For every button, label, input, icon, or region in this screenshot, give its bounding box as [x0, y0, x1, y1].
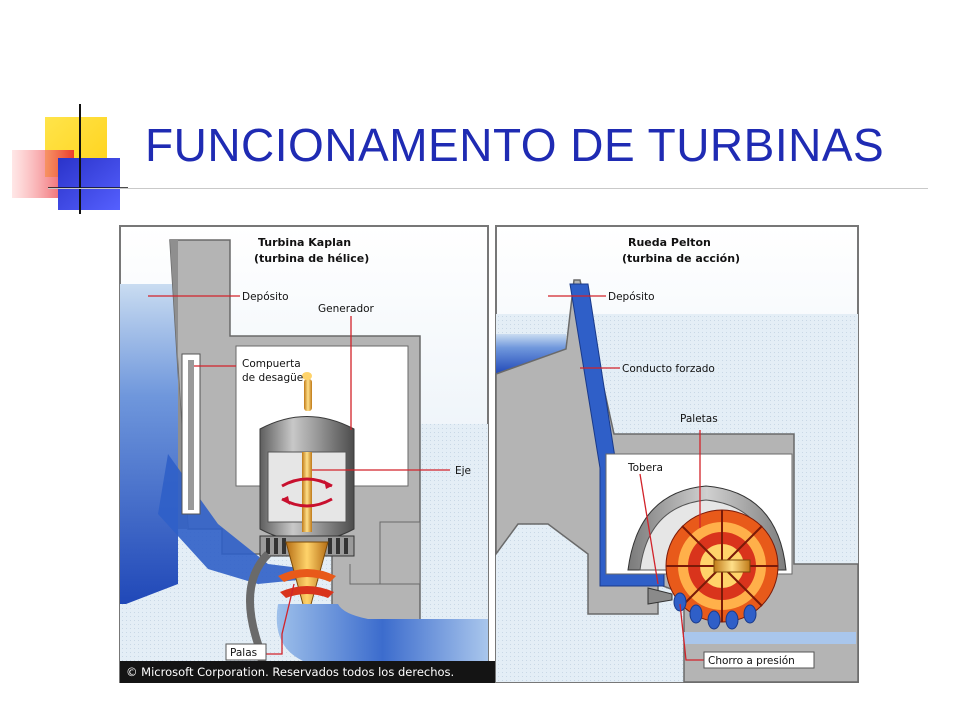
pelton-wheel	[665, 509, 779, 623]
kaplan-palas-box	[225, 643, 267, 661]
kaplan-outflow-water	[276, 604, 488, 669]
kaplan-runner-cone	[285, 541, 329, 621]
pelton-label-tobera: Tobera	[627, 462, 663, 474]
kaplan-reservoir-water	[120, 284, 178, 604]
pelton-label-paletas: Paletas	[680, 413, 718, 425]
pelton-tailwater	[684, 632, 856, 644]
kaplan-label-compuerta-2: de desagüe	[242, 372, 303, 384]
kaplan-label-eje: Eje	[455, 465, 471, 477]
turbine-diagram: Turbina Kaplan (turbina de hélice) Depós…	[119, 225, 859, 683]
logo-blue-square	[58, 158, 120, 210]
pelton-label-deposito: Depósito	[608, 291, 655, 303]
title-divider	[48, 188, 928, 189]
kaplan-panel: Turbina Kaplan (turbina de hélice) Depós…	[119, 225, 489, 683]
pelton-label-conducto: Conducto forzado	[622, 363, 715, 375]
pelton-title: Rueda Pelton	[628, 236, 711, 249]
kaplan-label-generador: Generador	[318, 303, 375, 315]
copyright-strip	[120, 661, 510, 683]
kaplan-label-deposito: Depósito	[242, 291, 289, 303]
kaplan-label-compuerta-1: Compuerta	[242, 358, 301, 370]
kaplan-label-palas: Palas	[230, 647, 257, 659]
kaplan-inlet-water	[158, 454, 308, 584]
pelton-panel: Rueda Pelton (turbina de acción) Depósit…	[495, 225, 859, 683]
kaplan-title: Turbina Kaplan	[258, 236, 351, 249]
kaplan-subtitle: (turbina de hélice)	[254, 252, 369, 265]
slide-title: FUNCIONAMENTO DE TURBINAS	[145, 119, 885, 171]
pelton-chorro-box	[703, 651, 815, 669]
pelton-nozzle	[647, 587, 673, 605]
slide-logo	[12, 104, 128, 214]
pelton-label-chorro: Chorro a presión	[708, 655, 795, 667]
pelton-subtitle: (turbina de acción)	[622, 252, 740, 265]
copyright-text: © Microsoft Corporation. Reservados todo…	[126, 665, 454, 679]
